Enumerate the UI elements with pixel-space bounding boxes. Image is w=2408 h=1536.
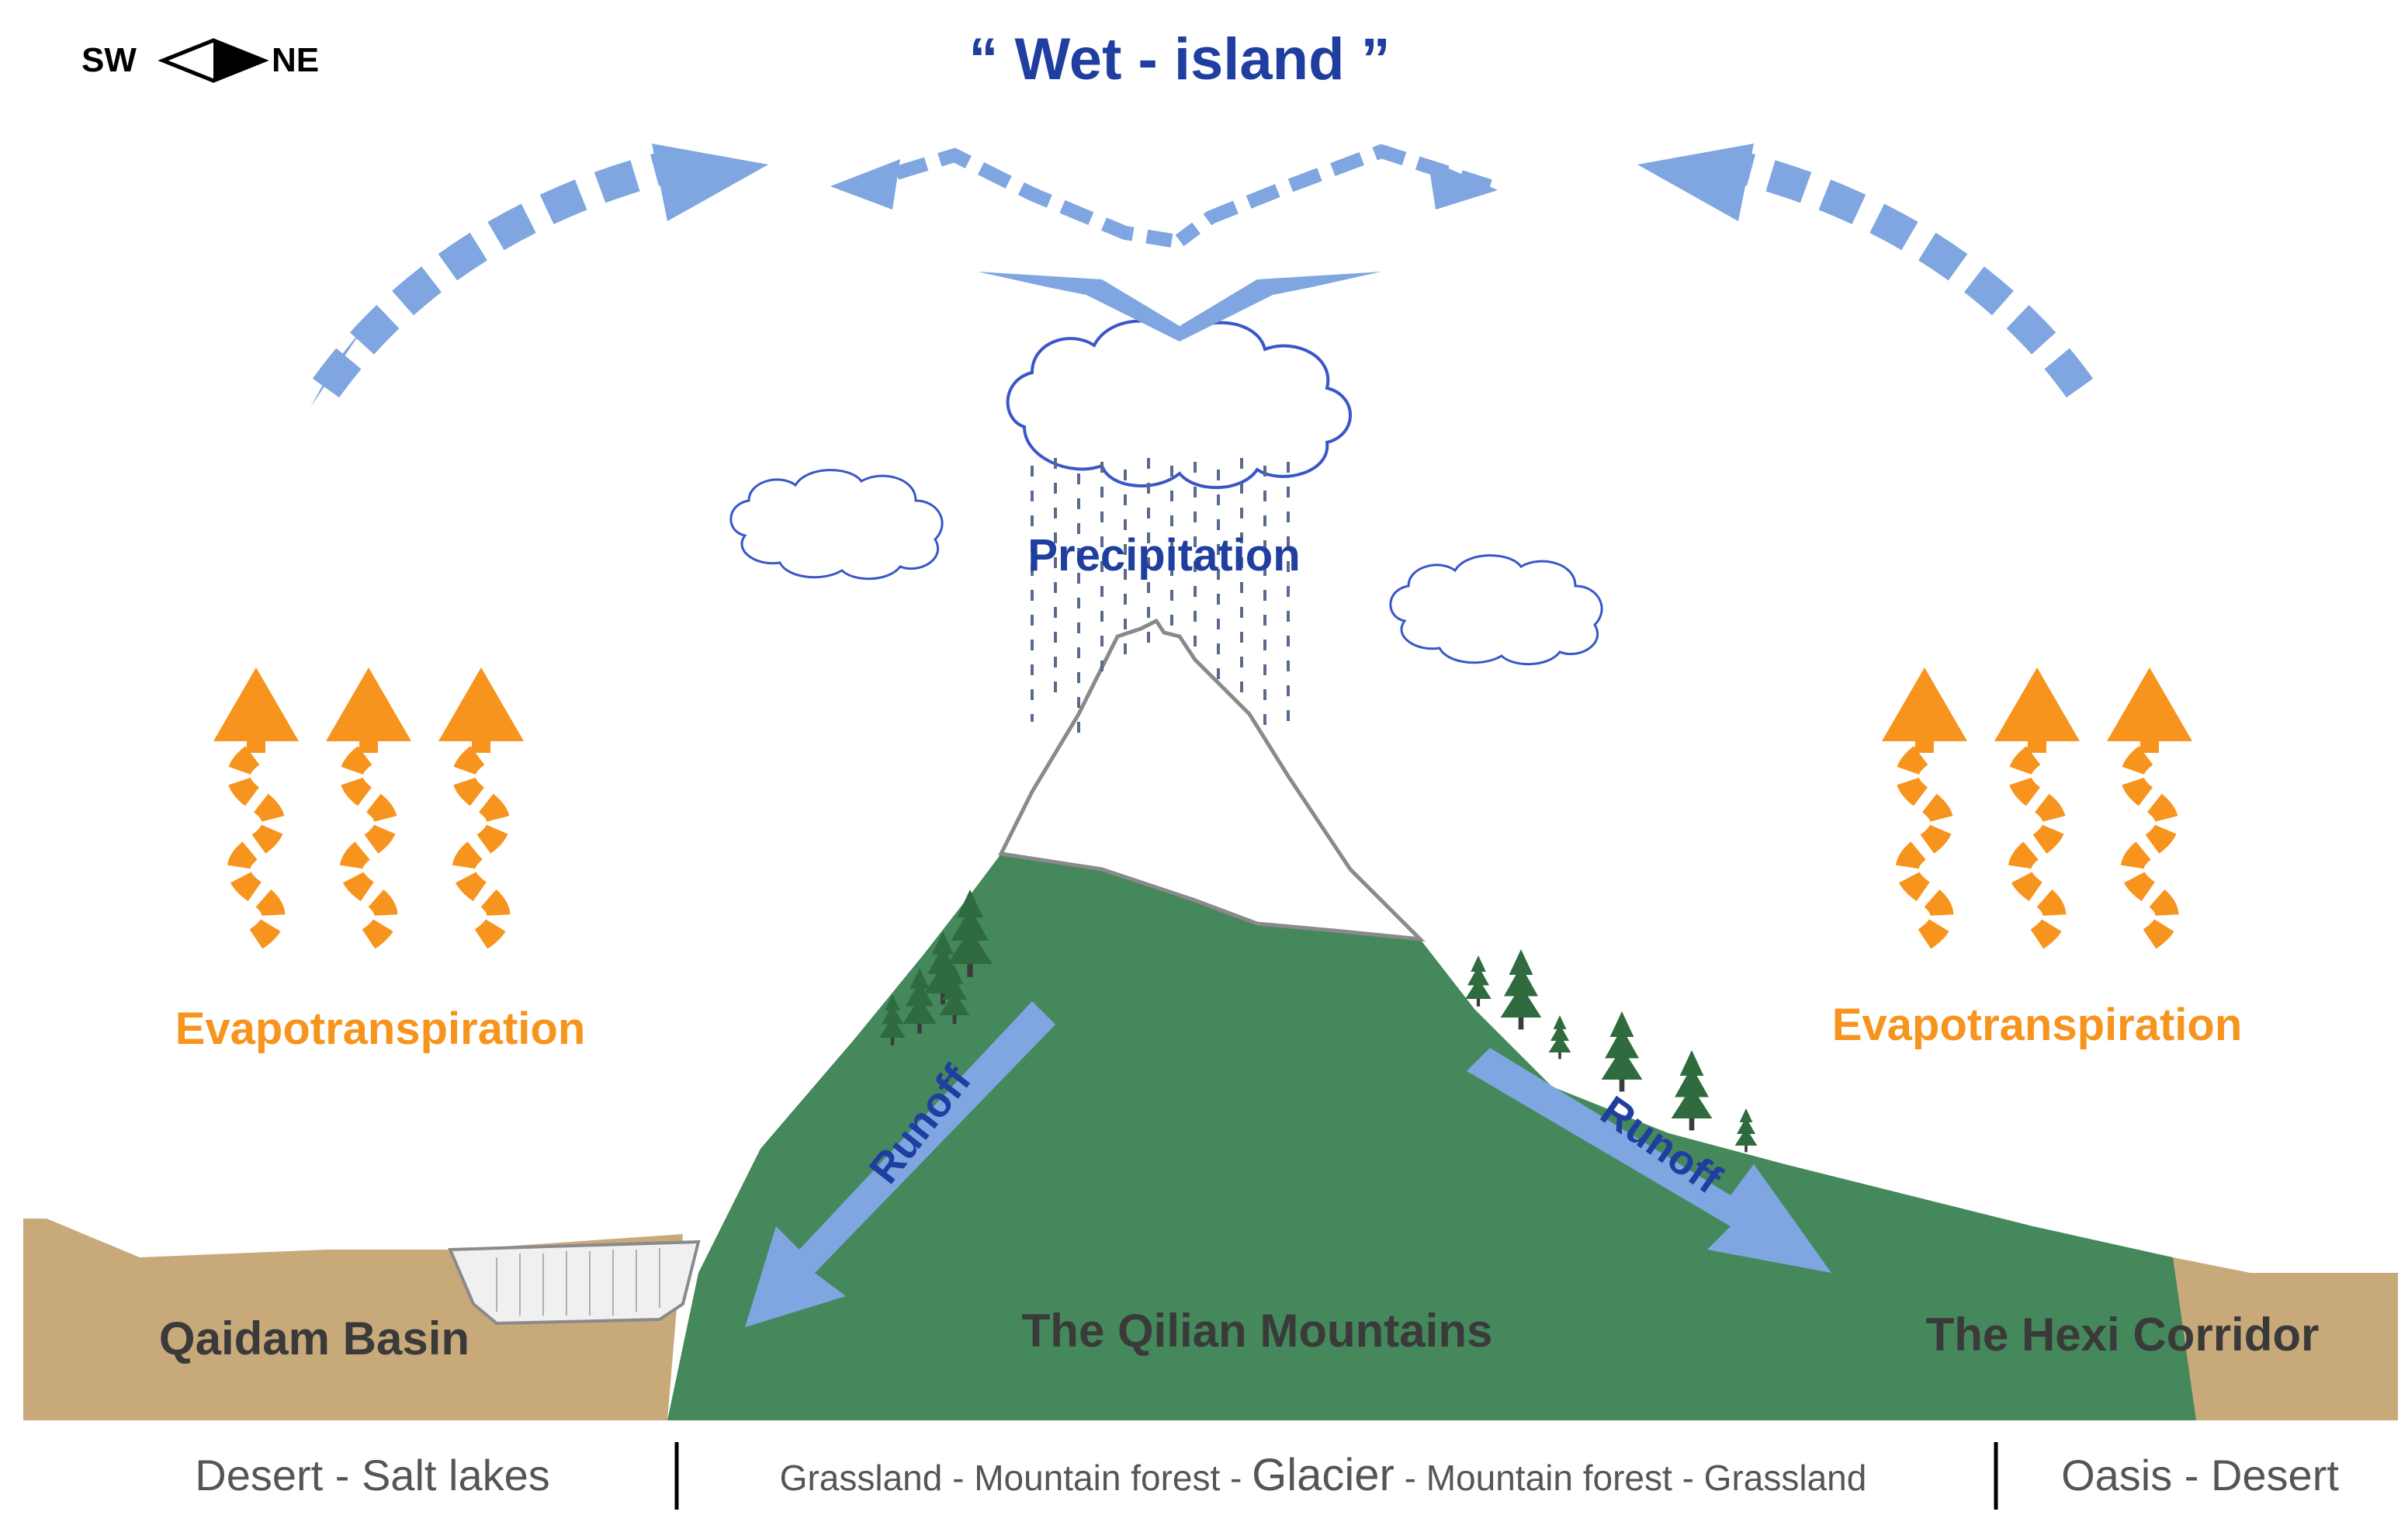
compass-ne: NE [272, 41, 319, 79]
legend-oasis-desert: Oasis - Desert [2061, 1451, 2339, 1500]
runoff-arrow-right [1467, 1048, 1831, 1273]
precipitation-label: Precipitation [1027, 530, 1300, 581]
evapotranspiration-right-label: Evapotranspiration [1832, 1000, 2243, 1050]
legend-middle-part2: - Mountain forest - Grassland [1395, 1458, 1866, 1498]
qaidam-basin-label: Qaidam Basin [159, 1312, 469, 1364]
cloud-icon [1006, 319, 1352, 490]
salt-lake [448, 1240, 701, 1326]
qilian-mountains-label: The Qilian Mountains [1022, 1305, 1493, 1357]
rain-icon [1031, 458, 1290, 737]
hexi-ground [2173, 1257, 2398, 1420]
evap-arrows-right [1882, 667, 2192, 939]
legend-glacier: Glacier [1252, 1450, 1395, 1500]
hexi-corridor-label: The Hexi Corridor [1926, 1309, 2320, 1361]
converging-arrow-left [851, 147, 1173, 248]
legend-middle-part1: Grassland - Mountain forest - [780, 1458, 1252, 1498]
airflow-arrow-left [312, 151, 672, 398]
compass-arrow-icon [158, 38, 269, 83]
cloud-icon [1389, 554, 1603, 666]
runoff-arrow-left [745, 1001, 1055, 1327]
compass-sw: SW [81, 41, 137, 79]
qilian-mountain [667, 854, 2196, 1420]
legend-middle: Grassland - Mountain forest - Glacier - … [780, 1450, 1867, 1500]
evap-arrows-left [213, 667, 524, 939]
legend-desert-salt-lakes: Desert - Salt lakes [195, 1451, 550, 1500]
diagram-title: “ Wet - island ” [968, 26, 1390, 92]
downward-arrow [978, 272, 1381, 342]
evapotranspiration-left-label: Evapotranspiration [175, 1004, 586, 1054]
cloud-icon [729, 469, 944, 581]
airflow-arrow-right [1734, 151, 2094, 398]
snow-cap [998, 618, 1426, 942]
